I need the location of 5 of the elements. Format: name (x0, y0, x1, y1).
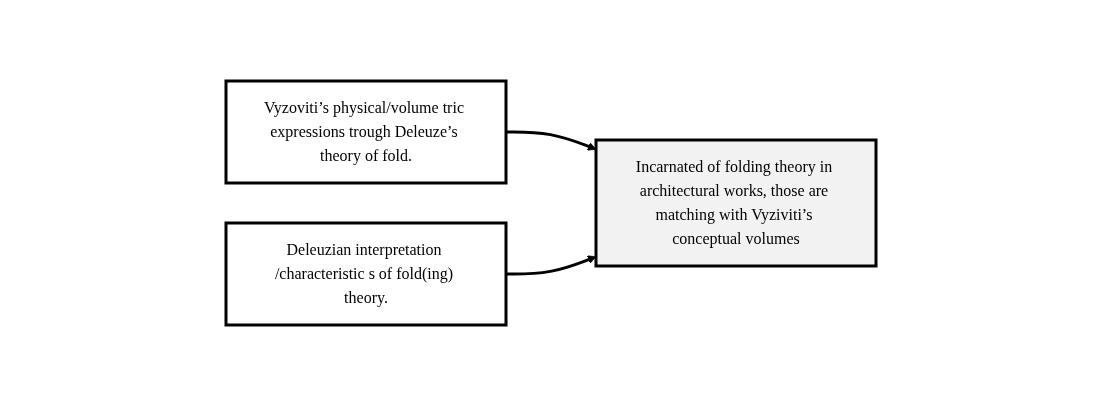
arrow (506, 130, 597, 151)
node-box: Incarnated of folding theory in architectural works, those are matching with Vyziviti’s conceptual volumes (594, 138, 878, 267)
node-box: Deleuzian interpretation /characteristic s of fold(ing) theory. (224, 221, 508, 326)
node-box: Vyzoviti’s physical/volume tric expressions trough Deleuze’s theory of fold. (224, 79, 508, 184)
arrow (506, 254, 597, 275)
